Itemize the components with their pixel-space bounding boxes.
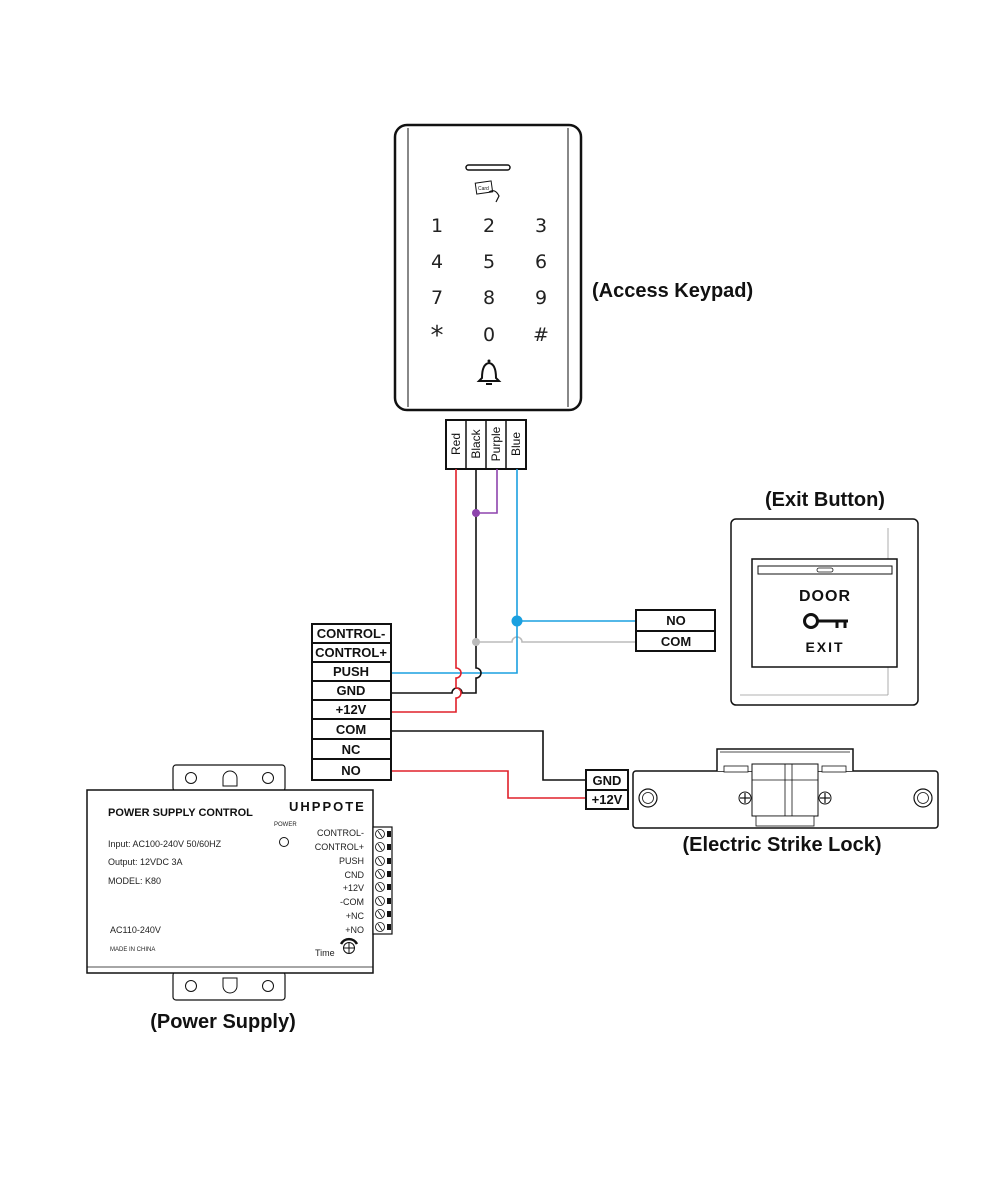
key-8[interactable]: 8 [483, 287, 495, 309]
keypad-wire-labels: Red Black Purple Blue [445, 419, 527, 470]
terminal-nc: NC [342, 742, 361, 757]
keypad-keys: 1 2 3 4 5 6 7 8 9 * 0 # [431, 215, 549, 351]
doorbell-icon[interactable] [476, 359, 502, 385]
screw-icon [738, 791, 752, 805]
exit-terminal-com: COM [661, 634, 691, 649]
junction-gray [472, 638, 480, 646]
ps-terminal-cnd: CND [345, 870, 365, 880]
power-supply-label: (Power Supply) [150, 1011, 296, 1033]
electric-strike-lock [632, 748, 939, 829]
ps-terminal-com: -COM [340, 897, 364, 907]
ps-terminal-no: +NO [345, 925, 364, 935]
wires [391, 469, 636, 799]
lock-terminal-gnd: GND [593, 773, 622, 788]
wire-purple [476, 469, 498, 514]
key-3[interactable]: 3 [535, 215, 547, 237]
wire-black [391, 469, 482, 694]
card-icon-text: Card [478, 186, 489, 192]
electric-strike-lock-label: (Electric Strike Lock) [683, 834, 882, 856]
terminal-gnd: GND [337, 683, 366, 698]
card-reader-icon: Card [474, 180, 500, 203]
ps-brand: UHPPOTE [289, 799, 366, 814]
exit-button[interactable]: DOOR EXIT [730, 518, 919, 706]
card-slot-indicator [465, 164, 511, 171]
wire-gray-com [476, 636, 636, 643]
ps-terminal-block [372, 826, 393, 935]
key-star[interactable]: * [431, 321, 444, 351]
ps-terminal-nc: +NC [346, 911, 365, 921]
key-7[interactable]: 7 [431, 287, 443, 309]
key-hash[interactable]: # [533, 324, 549, 346]
key-9[interactable]: 9 [535, 287, 547, 309]
ps-power-label: POWER [274, 822, 297, 828]
terminal-control-plus: CONTROL+ [315, 645, 387, 660]
exit-button-label: (Exit Button) [765, 489, 885, 511]
key-6[interactable]: 6 [535, 251, 547, 273]
access-keypad: Card 1 2 3 4 5 6 7 8 9 * 0 # [393, 123, 583, 412]
wire-red [391, 469, 462, 713]
key-icon [803, 613, 848, 629]
ps-output: Output: 12VDC 3A [108, 857, 183, 867]
controller-terminal-block: CONTROL- CONTROL+ PUSH GND +12V COM NC N… [311, 623, 392, 781]
wire-label-blue: Blue [509, 432, 523, 456]
key-2[interactable]: 2 [483, 215, 495, 237]
ps-time: Time [315, 948, 335, 958]
wire-label-purple: Purple [489, 426, 503, 461]
ps-terminal-control-minus: CONTROL- [317, 828, 364, 838]
key-1[interactable]: 1 [431, 215, 443, 237]
junction-purple [472, 509, 480, 517]
exit-plate-exit: EXIT [805, 639, 844, 655]
ps-ac: AC110-240V [110, 925, 161, 935]
exit-plate-door: DOOR [799, 588, 851, 605]
ps-power-led [279, 837, 289, 847]
terminal-12v: +12V [336, 702, 367, 717]
ps-model: MODEL: K80 [108, 876, 161, 886]
power-supply: POWER SUPPLY CONTROL UHPPOTE POWER Input… [86, 764, 393, 1001]
lock-terminal-12v: +12V [592, 792, 623, 807]
ps-terminal-push: PUSH [339, 856, 364, 866]
terminal-push: PUSH [333, 664, 369, 679]
key-0[interactable]: 0 [483, 324, 495, 346]
screw-icon [818, 791, 832, 805]
exit-terminal-no: NO [666, 613, 686, 628]
wire-blue [391, 469, 518, 674]
time-knob-icon[interactable] [339, 937, 359, 954]
terminal-no: NO [341, 763, 361, 778]
access-keypad-label: (Access Keypad) [592, 280, 753, 302]
ps-terminal-control-plus: CONTROL+ [315, 842, 364, 852]
junction-blue [511, 615, 523, 627]
terminal-com: COM [336, 722, 366, 737]
exit-terminal-block: NO COM [635, 609, 716, 652]
wire-label-red: Red [449, 433, 463, 455]
key-4[interactable]: 4 [431, 251, 443, 273]
terminal-control-minus: CONTROL- [317, 626, 386, 641]
ps-input: Input: AC100-240V 50/60HZ [108, 839, 222, 849]
wire-black-com-lock [391, 730, 586, 781]
wire-red-no-lock [391, 770, 586, 799]
key-5[interactable]: 5 [483, 251, 495, 273]
wire-label-black: Black [469, 428, 483, 458]
ps-title: POWER SUPPLY CONTROL [108, 807, 253, 819]
ps-terminal-12v: +12V [343, 883, 364, 893]
ps-made-in: MADE IN CHINA [110, 947, 155, 953]
lock-terminal-block: GND +12V [585, 769, 629, 810]
